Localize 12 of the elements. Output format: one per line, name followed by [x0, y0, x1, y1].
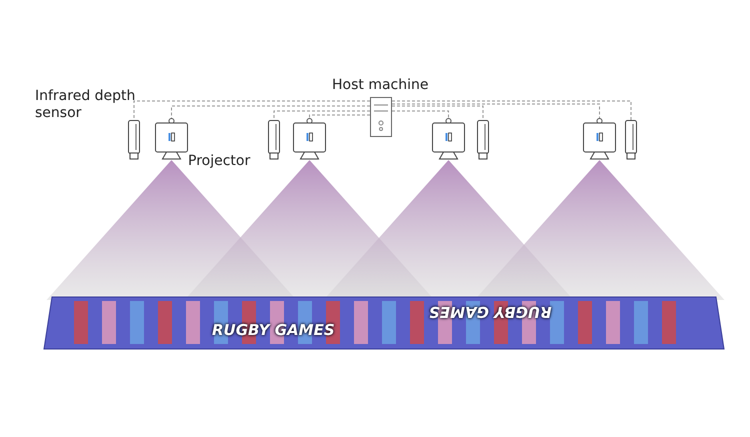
projector-label: Projector	[188, 153, 250, 170]
game-title-text: RUGBY GAMES	[429, 303, 552, 321]
cable-line	[274, 110, 370, 120]
host-label: Host machine	[332, 77, 428, 94]
cable-line	[392, 100, 632, 120]
cable-line	[392, 110, 449, 118]
cable-line	[392, 106, 484, 120]
cable-line	[392, 104, 600, 118]
cable-line	[309, 114, 370, 118]
cable-line	[134, 100, 370, 120]
sensor-label: Infrared depth sensor	[35, 88, 136, 122]
cable-line	[171, 106, 370, 118]
